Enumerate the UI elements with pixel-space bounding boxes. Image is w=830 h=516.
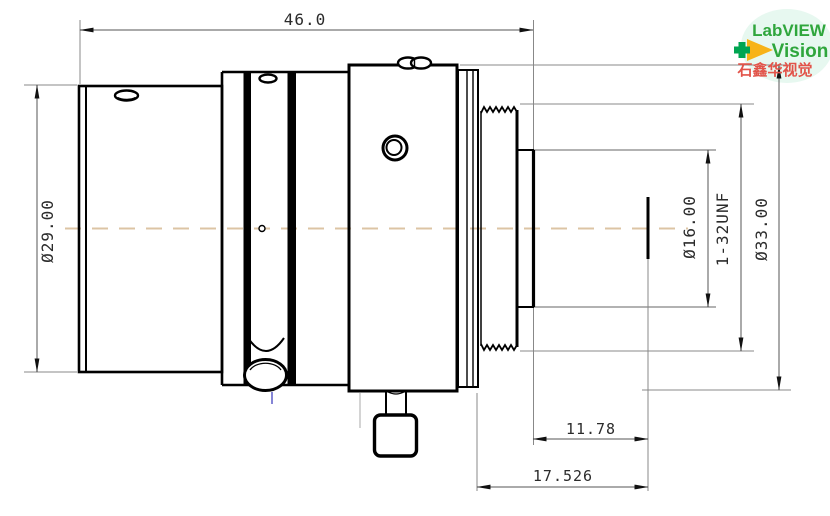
- lens-profile: [77, 56, 650, 458]
- label-body-diameter: Ø33.00: [752, 197, 771, 261]
- label-rear-diameter: Ø16.00: [680, 195, 699, 259]
- logo-plus-arrow-icon: [734, 39, 773, 61]
- center-pivot-dot: [258, 224, 266, 233]
- flange-ring: [457, 69, 479, 388]
- logo-background: [741, 9, 830, 83]
- dimension-lines: [24, 20, 791, 491]
- logo-line1: LabVIEW: [752, 21, 827, 40]
- top-screw: [396, 56, 433, 70]
- lock-thumbscrew: [243, 337, 288, 392]
- front-setscrew-hole: [113, 89, 140, 102]
- label-front-diameter: Ø29.00: [38, 199, 57, 263]
- bottom-knob: [372, 391, 419, 458]
- logo-line2: Vision: [772, 41, 829, 62]
- dimension-labels: 46.0 Ø29.00 Ø16.00 1-32UNF Ø33.00 11.78 …: [38, 10, 771, 485]
- label-overall-length: 46.0: [284, 10, 327, 29]
- face-thumbscrew: [381, 134, 409, 162]
- label-back-focal: 11.78: [566, 420, 616, 438]
- ring-setscrew-hole: [258, 73, 278, 84]
- rear-tube: [517, 149, 536, 308]
- focus-ring-section: [220, 70, 348, 392]
- label-mount-thread: 1-32UNF: [713, 192, 732, 266]
- vendor-logo: LabVIEW Vision 石鑫华视觉: [734, 21, 828, 79]
- label-flange-focal: 17.526: [533, 467, 593, 485]
- logo-line3: 石鑫华视觉: [736, 61, 812, 79]
